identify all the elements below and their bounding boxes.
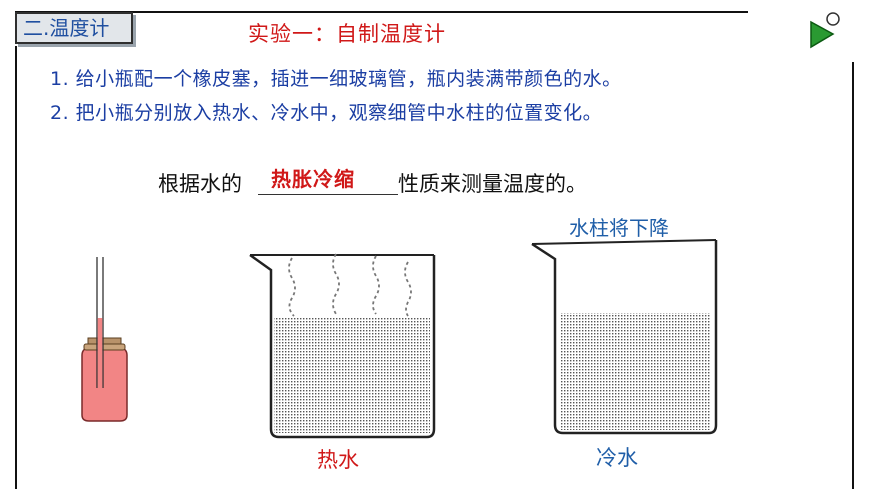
sentence-prefix: 根据水的 — [158, 172, 242, 196]
section-tag: 二.温度计 — [15, 12, 133, 44]
slide-title: 实验一：自制温度计 — [248, 22, 446, 46]
play-button[interactable] — [806, 10, 842, 54]
column-falls-label: 水柱将下降 — [569, 216, 669, 240]
homemade-thermometer-bottle — [81, 257, 128, 422]
answer-blank-line — [258, 194, 398, 195]
play-icon — [810, 12, 840, 49]
hot-water-label: 热水 — [317, 448, 359, 472]
cold-water-beaker — [531, 239, 718, 435]
frame-left-line — [15, 46, 17, 489]
answer-text: 热胀冷缩 — [271, 167, 355, 191]
step-1-text: 1. 给小瓶配一个橡皮塞，插进一细玻璃管，瓶内装满带颜色的水。 — [50, 68, 622, 90]
steam-lines — [288, 253, 412, 317]
frame-top-line — [15, 11, 748, 13]
sentence-suffix: 性质来测量温度的。 — [398, 172, 587, 196]
hot-water-beaker — [249, 253, 436, 439]
cold-water-label: 冷水 — [596, 446, 638, 470]
step-2-text: 2. 把小瓶分别放入热水、冷水中，观察细管中水柱的位置变化。 — [50, 102, 603, 124]
frame-right-line — [852, 62, 854, 489]
